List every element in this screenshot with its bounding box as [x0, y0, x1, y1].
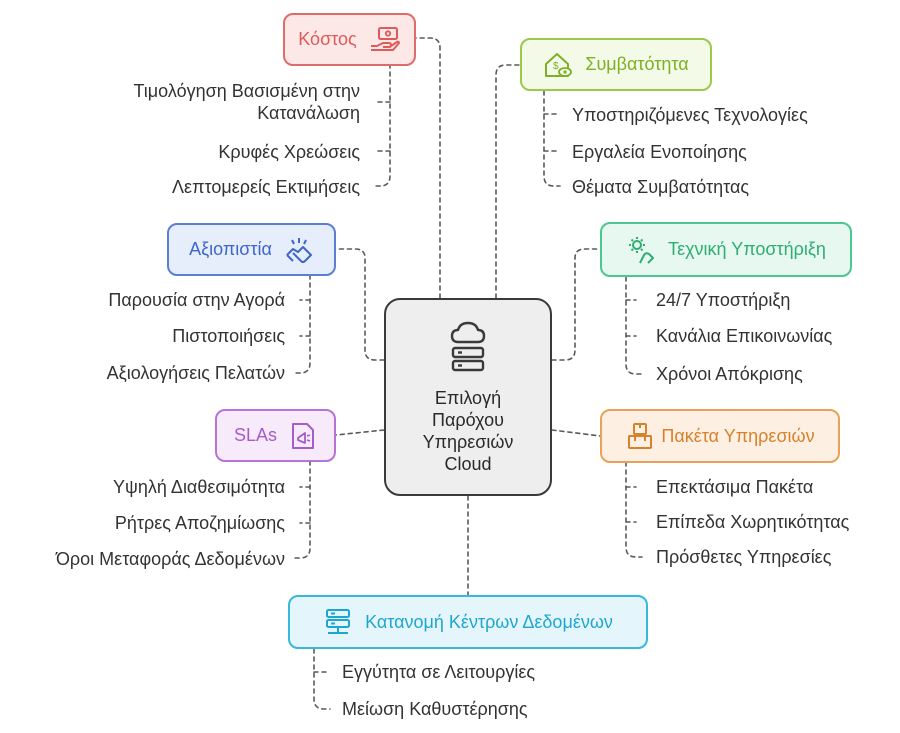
kostos-item-3: Λεπτομερείς Εκτιμήσεις	[172, 177, 360, 197]
texniki-item-3: Χρόνοι Απόκρισης	[656, 364, 803, 384]
branch-texniki: Τεχνική Υποστήριξη	[600, 222, 852, 277]
document-megaphone-icon	[289, 421, 317, 451]
handshake-icon	[284, 235, 314, 265]
texniki-item-1: 24/7 Υποστήριξη	[656, 290, 791, 310]
paketa-item-1: Επεκτάσιμα Πακέτα	[656, 477, 814, 497]
katanomi-item-2: Μείωση Καθυστέρησης	[342, 699, 528, 719]
symvatotita-item-1: Υποστηριζόμενες Τεχνολογίες	[572, 105, 808, 125]
symvatotita-item-2: Εργαλεία Ενοποίησης	[572, 142, 747, 162]
branch-slas: SLAs	[215, 409, 336, 462]
slas-item-2: Ρήτρες Αποζημίωσης	[114, 513, 285, 533]
katanomi-item-1: Εγγύτητα σε Λειτουργίες	[342, 662, 536, 682]
house-dollar-eye-icon: $	[543, 51, 573, 79]
center-label: Επιλογή Παρόχου Υπηρεσιών Cloud	[422, 387, 514, 474]
hand-money-icon	[369, 26, 401, 54]
texniki-item-2: Κανάλια Επικοινωνίας	[656, 326, 833, 346]
symvatotita-item-3: Θέματα Συμβατότητας	[572, 177, 750, 197]
paketa-item-2: Επίπεδα Χωρητικότητας	[656, 512, 850, 532]
branch-texniki-label: Τεχνική Υποστήριξη	[668, 239, 826, 259]
list-item: Τιμολόγηση Βασισμένη στην Κατανάλωση	[60, 80, 360, 124]
server-network-icon	[323, 607, 353, 637]
paketa-item-3: Πρόσθετες Υπηρεσίες	[656, 547, 832, 567]
branch-slas-label: SLAs	[233, 425, 278, 445]
branch-kostos: Κόστος	[283, 13, 416, 66]
slas-item-1: Υψηλή Διαθεσιμότητα	[113, 477, 285, 497]
axiopistia-item-1: Παρουσία στην Αγορά	[108, 290, 285, 310]
branch-axiopistia-label: Αξιοπιστία	[189, 239, 272, 259]
svg-text:$: $	[553, 61, 559, 72]
branch-kostos-label: Κόστος	[298, 29, 357, 49]
branch-symvatotita-label: Συμβατότητα	[585, 54, 689, 74]
branch-paketa-label: Πακέτα Υπηρεσιών	[661, 425, 815, 446]
branch-katanomi: Κατανομή Κέντρων Δεδομένων	[288, 595, 648, 649]
gear-hand-icon	[626, 235, 656, 265]
package-boxes-icon	[625, 421, 655, 451]
branch-symvatotita: $ Συμβατότητα	[520, 38, 712, 91]
axiopistia-item-2: Πιστοποιήσεις	[172, 326, 285, 346]
kostos-item-1: Τιμολόγηση Βασισμένη στην Κατανάλωση	[133, 81, 360, 123]
branch-katanomi-label: Κατανομή Κέντρων Δεδομένων	[365, 611, 613, 632]
branch-paketa: Πακέτα Υπηρεσιών	[600, 409, 840, 463]
cloud-server-icon	[448, 320, 488, 379]
slas-item-3: Όροι Μεταφοράς Δεδομένων	[55, 549, 285, 569]
branch-axiopistia: Αξιοπιστία	[167, 223, 336, 276]
kostos-item-2: Κρυφές Χρεώσεις	[218, 142, 360, 162]
axiopistia-item-3: Αξιολογήσεις Πελατών	[106, 363, 285, 383]
center-node: Επιλογή Παρόχου Υπηρεσιών Cloud	[384, 298, 552, 496]
